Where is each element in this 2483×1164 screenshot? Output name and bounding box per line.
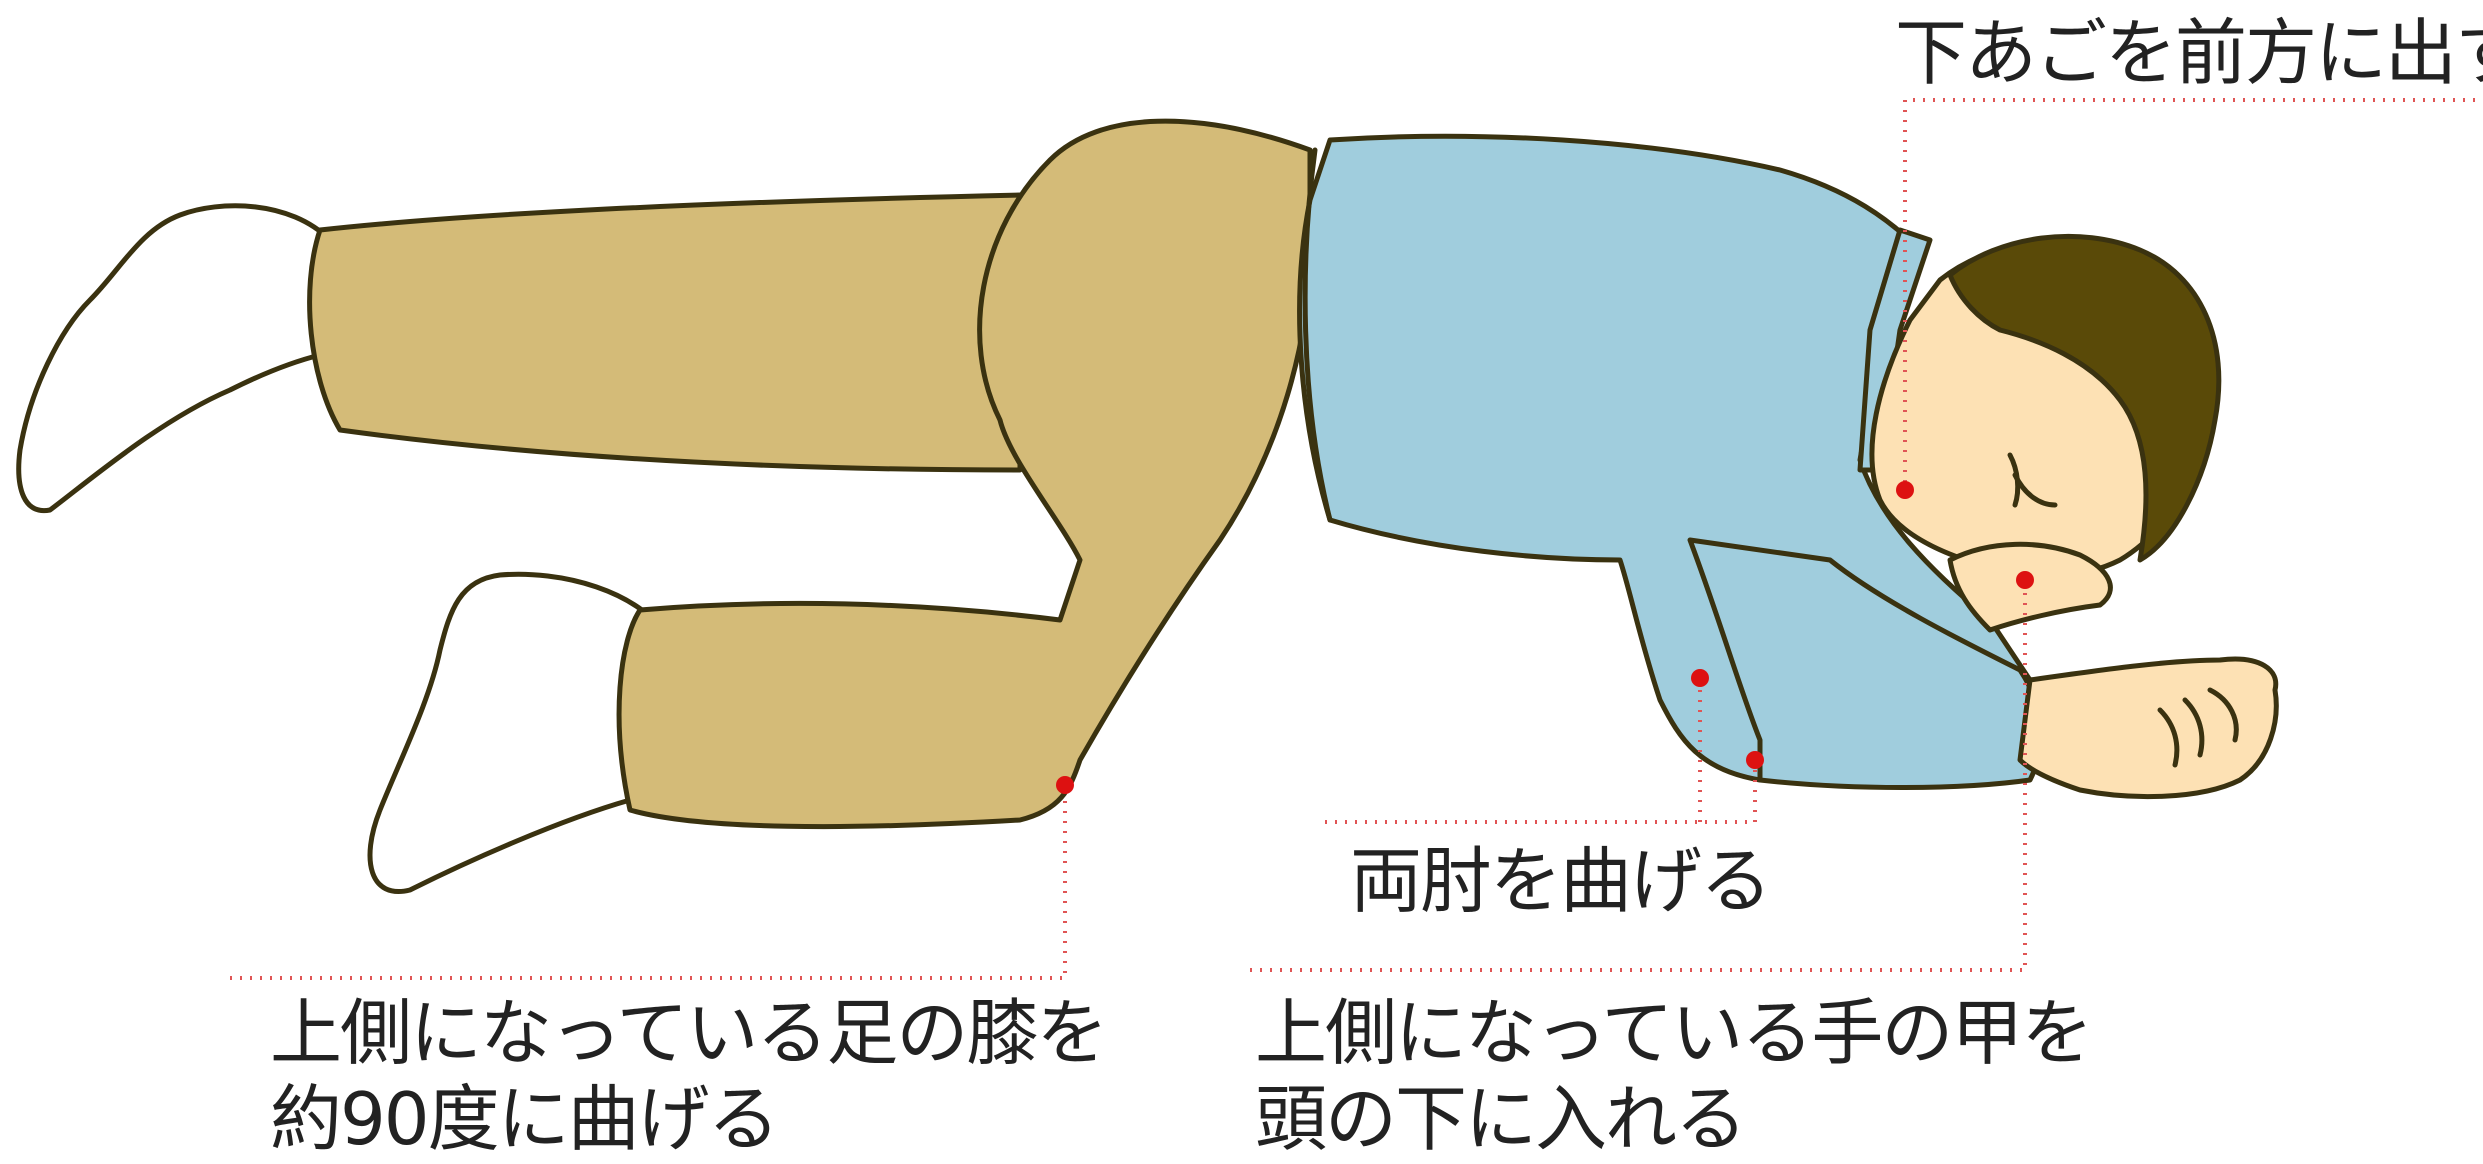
label-hand-line1: 上側になっている手の甲を xyxy=(1255,990,2091,1076)
marker-hand xyxy=(2016,571,2034,589)
label-jaw: 下あごを前方に出す xyxy=(1895,10,2483,96)
label-knee-line1: 上側になっている足の膝を xyxy=(270,990,1106,1076)
back-foot xyxy=(19,206,330,511)
marker-elbow-upper xyxy=(1691,669,1709,687)
label-elbows: 両肘を曲げる xyxy=(1350,838,1770,924)
marker-knee xyxy=(1056,776,1074,794)
marker-jaw xyxy=(1896,481,1914,499)
pants-back-leg xyxy=(310,195,1020,470)
label-hand-line2: 頭の下に入れる xyxy=(1255,1076,1745,1162)
label-knee-line2: 約90度に曲げる xyxy=(270,1076,778,1162)
marker-elbow-lower xyxy=(1746,751,1764,769)
